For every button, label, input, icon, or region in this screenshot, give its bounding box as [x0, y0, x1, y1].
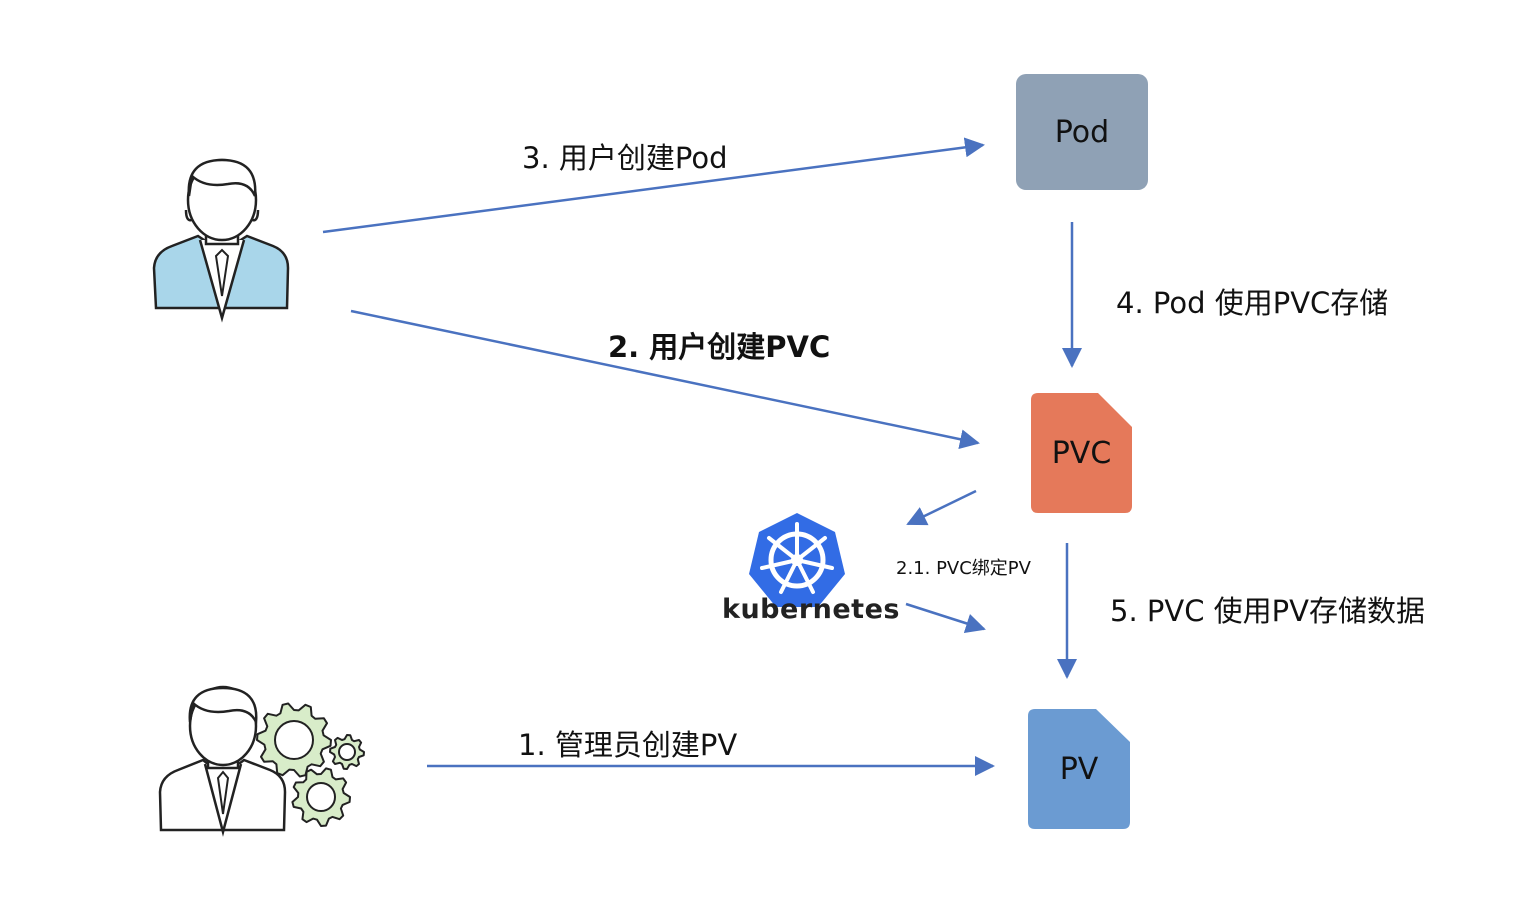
pod-node-shape [1016, 74, 1148, 190]
arrow-k8s-to-pv [905, 602, 986, 634]
edge-label-user-create-pod: 3. 用户创建Pod [522, 141, 728, 175]
pv-node: PV [1028, 709, 1130, 829]
edge-label-pod-use-pvc: 4. Pod 使用PVC存储 [1116, 286, 1389, 320]
edge-label-pvc-use-pv: 5. PVC 使用PV存储数据 [1110, 594, 1426, 628]
admin-icon [158, 685, 287, 837]
arrow-pvc-to-k8s [906, 489, 977, 526]
pod-label: Pod [1054, 114, 1110, 150]
gear-icon [256, 702, 365, 827]
pod-node: Pod [1016, 74, 1148, 190]
gear-hole [306, 782, 336, 812]
gear-hole [338, 743, 356, 761]
pvc-label: PVC [1051, 435, 1112, 471]
arrow-user-to-pvc [350, 309, 980, 450]
edge-label-pvc-bind-pv: 2.1. PVC绑定PV [896, 558, 1031, 579]
edge-label-admin-create-pv: 1. 管理员创建PV [518, 728, 738, 762]
pvc-node: PVC [1031, 393, 1132, 513]
kubernetes-logo-text: kubernetes [722, 594, 900, 625]
gear-hole [274, 720, 314, 760]
kubernetes-logo-icon [749, 513, 845, 607]
edge-label-user-create-pvc: 2. 用户创建PVC [608, 330, 831, 364]
arrow-user-to-pod [322, 137, 985, 234]
pv-label: PV [1059, 751, 1099, 787]
pvc-node-shape [1031, 393, 1132, 513]
pv-node-shape [1028, 709, 1130, 829]
user-icon [152, 158, 290, 323]
